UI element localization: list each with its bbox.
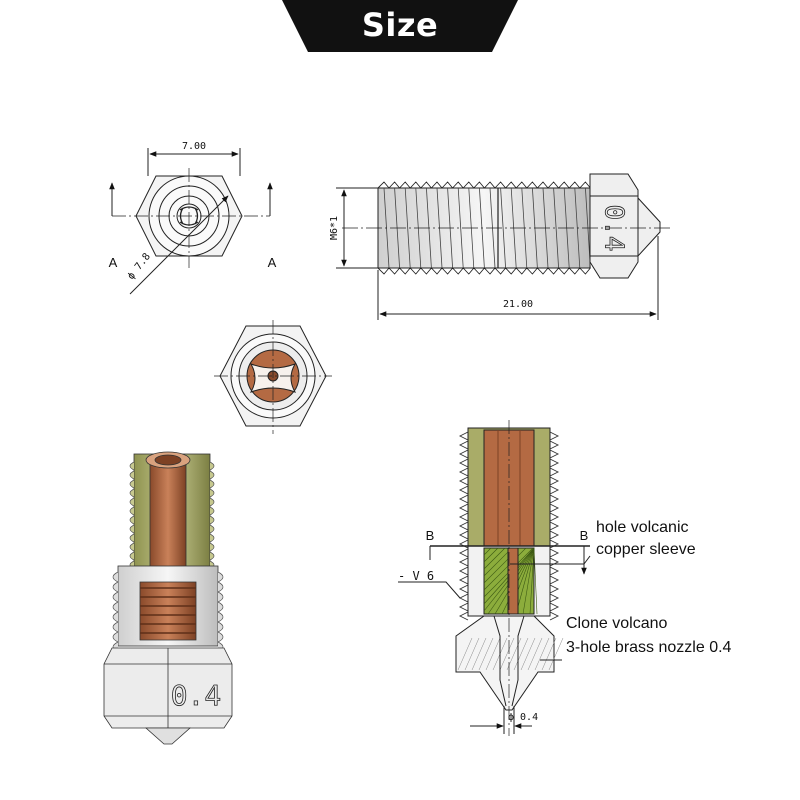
hex-hatch-line [457, 637, 473, 671]
section-ridge [458, 575, 560, 585]
hatch-line [483, 547, 513, 577]
dim-hex-width: 7.00 [182, 141, 206, 152]
front-view [214, 320, 332, 434]
dim-thread: M6*1 [329, 216, 340, 240]
steel-ridge [112, 581, 224, 593]
size-banner [282, 0, 518, 52]
side-tip [637, 196, 661, 258]
brass-ridge [129, 551, 215, 561]
brass-ridge [129, 497, 215, 507]
hex-hatch-line [478, 637, 494, 671]
brass-ridge [129, 542, 215, 552]
section-ridge [458, 494, 560, 504]
hatch-line [483, 547, 527, 591]
steel-ridge [112, 571, 224, 583]
section-hex [455, 615, 555, 711]
section-ridge [458, 485, 560, 495]
section-ridge [458, 476, 560, 486]
end-view-a [109, 148, 273, 295]
callout-nozzle-line1: Clone volcano [566, 615, 668, 632]
section-ridge [458, 548, 560, 558]
dim-orifice: ϕ 0.4 [508, 712, 538, 723]
banner-shape [282, 0, 518, 52]
section-view [398, 420, 591, 736]
cutaway-tip [144, 727, 192, 745]
surface-mark: - V 6 [398, 569, 434, 583]
cutaway-copper-core [149, 459, 187, 573]
hex-size-marking: 0.4 [599, 205, 629, 252]
brass-ridge [129, 506, 215, 516]
section-ridge [458, 467, 560, 477]
steel-ridge [112, 591, 224, 603]
steel-ridge [112, 621, 224, 633]
brass-ridge [129, 533, 215, 543]
copper-ridges [140, 587, 196, 634]
hex-hatch-line [548, 637, 564, 671]
thread-line [500, 187, 506, 269]
hex-hatch-line [464, 637, 480, 671]
side-view [336, 173, 670, 320]
section-ridge [458, 557, 560, 567]
section-ridge [458, 602, 560, 612]
section-ridge [458, 431, 560, 441]
section-b-left-label: B [426, 528, 435, 543]
hatch-line [533, 547, 538, 615]
callout-sleeve-line2: copper sleeve [596, 541, 696, 558]
dim-bore-diameter: ϕ 7.8 [126, 251, 153, 281]
brass-ridge [129, 461, 215, 471]
steel-ridge [112, 631, 224, 643]
hex-hatch-line [534, 637, 550, 671]
hex-hatch-line [499, 637, 515, 671]
section-ridge [458, 566, 560, 576]
hex-hatch-line [527, 637, 543, 671]
dim-length: 21.00 [503, 299, 533, 310]
thread-line [457, 187, 464, 269]
section-ridge [458, 521, 560, 531]
section-ridge [458, 440, 560, 450]
steel-ridge [112, 611, 224, 623]
cutaway-size-marking: 0.4 [171, 679, 222, 712]
cutaway-copper-lower [139, 581, 197, 641]
hex-hatch-line [541, 637, 557, 671]
section-ridge [458, 449, 560, 459]
hex-hatch-lines [457, 637, 564, 671]
brass-ridge [129, 479, 215, 489]
thread-line [404, 187, 411, 269]
thread-crest [377, 181, 591, 275]
hex-hatch-line [471, 637, 487, 671]
hatch-line [515, 547, 535, 615]
callout-sleeve-line1: hole volcanic [596, 519, 689, 536]
brass-ridge [129, 524, 215, 534]
side-hex [589, 173, 639, 279]
section-b-right-label: B [580, 528, 589, 543]
hex-hatch-line [520, 637, 536, 671]
brass-ridge [129, 488, 215, 498]
hatch-line [483, 547, 499, 563]
section-ridge [458, 584, 560, 594]
section-ridge [458, 503, 560, 513]
hatch-line [522, 547, 535, 615]
callout-nozzle-line2: 3-hole brass nozzle 0.4 [566, 639, 732, 656]
section-ridge [458, 530, 560, 540]
hatch-line [483, 547, 492, 556]
hex-hatch-line [513, 637, 529, 671]
hex-hatch-line [485, 637, 501, 671]
cutaway-3d [103, 451, 233, 745]
banner-title: Size [361, 6, 439, 44]
section-ridge [458, 458, 560, 468]
hatch-line [529, 547, 535, 615]
thread-line [553, 187, 559, 269]
section-a-right-label: A [268, 255, 277, 270]
section-ridge [458, 611, 560, 621]
brass-ridge [129, 515, 215, 525]
section-ridge [458, 512, 560, 522]
steel-ridge [112, 601, 224, 613]
hatch-line [483, 547, 506, 570]
section-a-left-label: A [109, 255, 118, 270]
brass-ridge [129, 470, 215, 480]
